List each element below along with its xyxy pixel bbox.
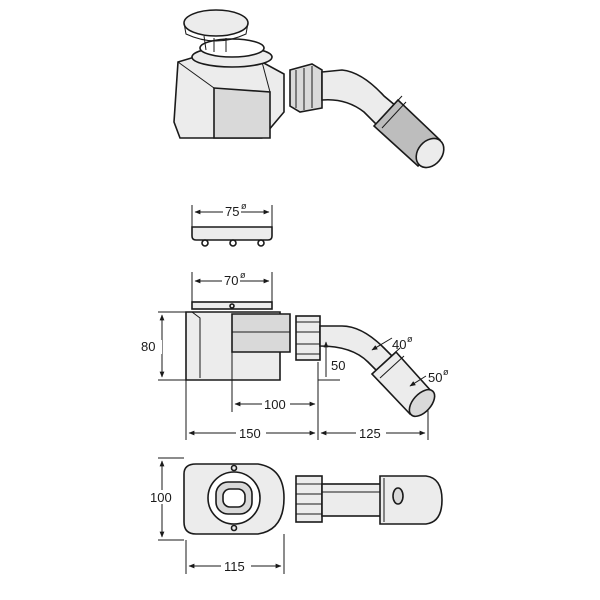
connector-nut-3d	[289, 63, 323, 113]
top-view: 100 115	[148, 457, 443, 574]
grate-diameter-symbol: ø	[240, 270, 246, 280]
outlet-length-label: 125	[359, 426, 381, 441]
perspective-view	[173, 9, 445, 169]
connector-nut-side	[295, 315, 321, 361]
body-length-label: 150	[239, 426, 261, 441]
cover-width-label: 75	[225, 204, 239, 219]
outlet-sleeve-top	[379, 475, 443, 525]
outlet-end-3d	[415, 137, 445, 169]
cover-diameter-symbol: ø	[241, 201, 247, 211]
cover-view: 75 ø	[191, 201, 273, 247]
depth-label: 100	[150, 490, 172, 505]
grate-width-label: 70	[224, 273, 238, 288]
overflow-grate	[199, 38, 265, 58]
pipe-50-diameter-symbol: ø	[443, 367, 449, 377]
connector-nut-top	[295, 475, 323, 523]
drain-body-front	[213, 87, 271, 139]
outlet-offset-label: 100	[264, 397, 286, 412]
side-view: 70 ø 80 50 100 150 125 40 ø 50 ø	[140, 270, 449, 441]
pipe-40-label: 40	[392, 337, 406, 352]
outlet-height-label: 50	[331, 358, 345, 373]
height-label: 80	[141, 339, 155, 354]
pipe-50-label: 50	[428, 370, 442, 385]
cover-cap	[183, 9, 249, 37]
cover-plate	[191, 226, 273, 241]
pipe-40-diameter-symbol: ø	[407, 334, 413, 344]
drain-outlet-block	[231, 313, 291, 353]
grate-flange	[191, 301, 273, 310]
width-label: 115	[224, 559, 245, 574]
